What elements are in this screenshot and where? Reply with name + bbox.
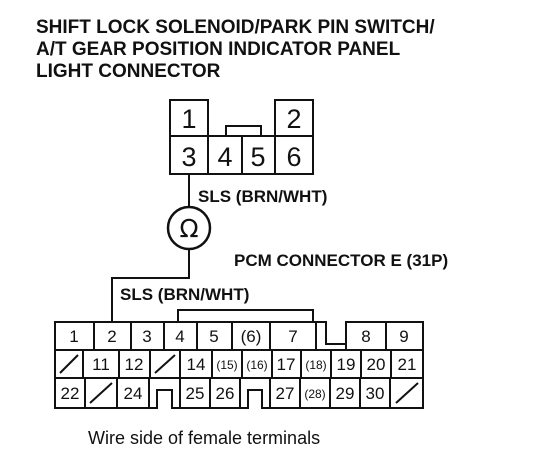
- connector-pin-1: 1: [181, 104, 196, 134]
- sls-wire-label-upper: SLS (BRN/WHT): [198, 187, 327, 206]
- pcm-pin-21: 21: [398, 355, 417, 374]
- sls-wire-label-lower: SLS (BRN/WHT): [120, 285, 249, 304]
- pcm-pin-28: (28): [304, 387, 325, 401]
- pcm-pin-14: 14: [187, 355, 206, 374]
- pcm-pin-1: 1: [69, 327, 78, 346]
- pcm-pin-4: 4: [175, 327, 184, 346]
- pcm-pin-7: 7: [288, 327, 297, 346]
- pcm-pin-2: 2: [107, 327, 116, 346]
- pcm-pin-11: 11: [92, 355, 110, 374]
- pcm-pin-8: 8: [361, 327, 370, 346]
- diagram-title-line-2: A/T GEAR POSITION INDICATOR PANEL: [36, 39, 401, 60]
- pcm-pin-3: 3: [142, 327, 151, 346]
- pcm-connector: 1 2 3 4 5 (6) 7 8 9 11 12 14 (15) (16) 1…: [54, 309, 424, 409]
- pcm-pin-25: 25: [186, 384, 205, 403]
- pcm-pin-18: (18): [305, 358, 326, 372]
- pcm-pin-26: 26: [216, 384, 235, 403]
- connector-pin-5: 5: [250, 142, 265, 172]
- pcm-pin-24: 24: [124, 384, 143, 403]
- connector-pin-3: 3: [181, 142, 196, 172]
- diagram-title-line-3: LIGHT CONNECTOR: [36, 61, 221, 82]
- shift-lock-connector: 1 2 3 4 5 6: [169, 99, 314, 175]
- pcm-pin-30: 30: [366, 384, 385, 403]
- pcm-pin-15: (15): [216, 358, 237, 372]
- pcm-pin-20: 20: [367, 355, 386, 374]
- solenoid-symbol: Ω: [166, 205, 212, 251]
- connector-view-caption: Wire side of female terminals: [88, 428, 320, 448]
- pcm-connector-title: PCM CONNECTOR E (31P): [234, 251, 448, 270]
- pcm-pin-12: 12: [125, 355, 144, 374]
- pcm-pin-29: 29: [336, 384, 355, 403]
- connector-pin-2: 2: [286, 104, 301, 134]
- pcm-pin-5: 5: [209, 327, 218, 346]
- pcm-pin-27: 27: [276, 384, 295, 403]
- diagram-title-line-1: SHIFT LOCK SOLENOID/PARK PIN SWITCH/: [36, 17, 435, 38]
- pcm-pin-6: (6): [241, 327, 262, 346]
- connector-pin-6: 6: [286, 142, 301, 172]
- pcm-pin-19: 19: [337, 355, 356, 374]
- sls-wire: [111, 174, 190, 322]
- pcm-pin-16: (16): [246, 358, 267, 372]
- pcm-pin-22: 22: [61, 384, 80, 403]
- ohm-icon: Ω: [179, 214, 198, 243]
- pcm-pin-17: 17: [277, 355, 296, 374]
- pcm-pin-9: 9: [399, 327, 408, 346]
- connector-pin-4: 4: [217, 142, 232, 172]
